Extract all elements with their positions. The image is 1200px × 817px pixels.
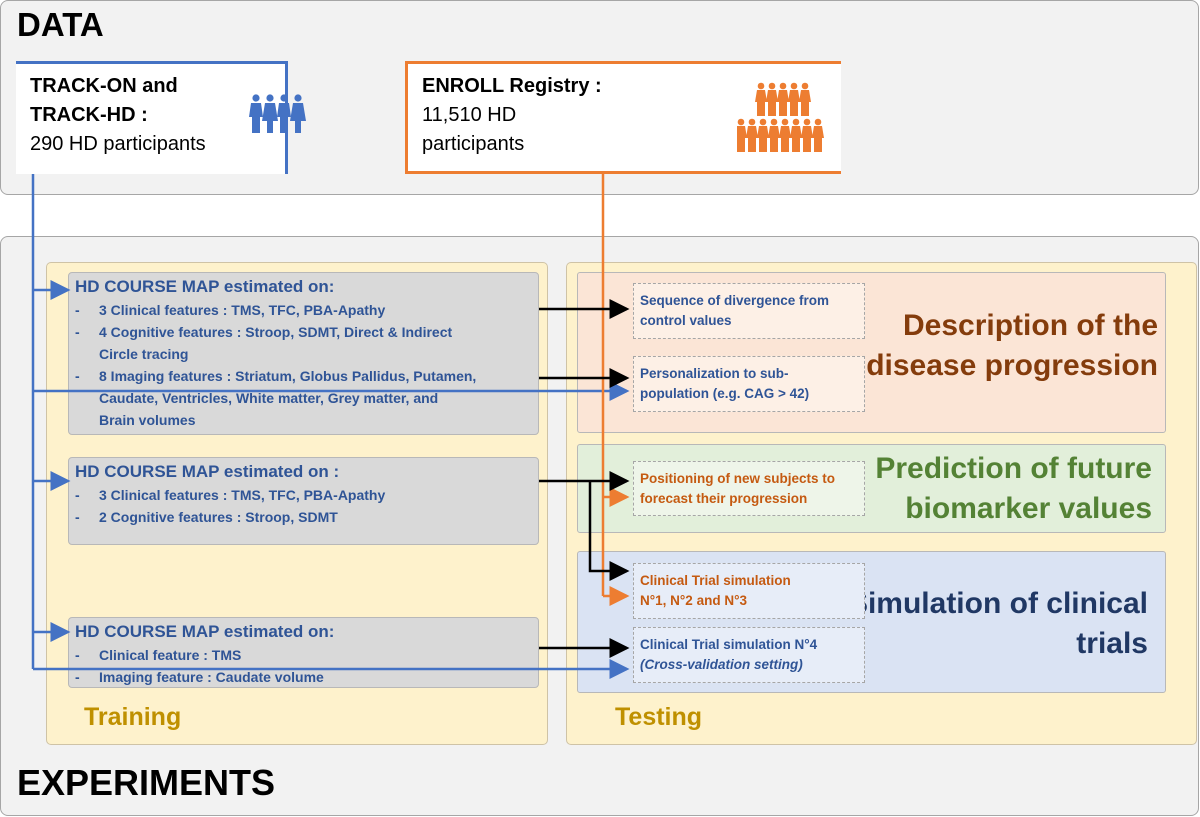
item-text: Clinical feature : TMS [99,647,242,663]
item-dash [75,409,99,431]
description-line1: Description of the [902,309,1158,342]
training-label: Training [84,703,182,731]
prediction-task-title: Prediction of future biomarker values [875,449,1152,529]
result-positioning: Positioning of new subjects to forecast … [633,461,865,516]
course-map-2-item: - 3 Clinical features : TMS, TFC, PBA-Apa… [75,484,532,506]
item-dash [75,343,99,365]
course-map-1-item: Caudate, Ventricles, White matter, Grey … [75,387,532,409]
testing-label: Testing [615,703,703,731]
simulation-line2: trials [1076,627,1148,660]
course-map-1-item: - 3 Clinical features : TMS, TFC, PBA-Apa… [75,299,532,321]
enroll-line3: participants [422,133,525,155]
item-dash [75,387,99,409]
result4-line1: Clinical Trial simulation [640,573,791,588]
track-line3: 290 HD participants [30,133,206,155]
result1-line2: control values [640,313,732,328]
item-dash: - [75,302,80,318]
course-map-1-item: - 8 Imaging features : Striatum, Globus P… [75,365,532,387]
result3-line1: Positioning of new subjects to [640,471,836,486]
result3-line2: forecast their progression [640,491,808,506]
data-title: DATA [17,6,104,43]
item-dash: - [75,487,80,503]
people-group-icon [249,94,306,133]
prediction-line1: Prediction of future [875,452,1152,485]
result-clinical-trial-1-3: Clinical Trial simulation N°1, N°2 and N… [633,563,865,619]
item-text: Imaging feature : Caudate volume [99,669,324,685]
item-text: 3 Clinical features : TMS, TFC, PBA-Apat… [99,302,386,318]
description-task-title: Description of the disease progression [866,306,1158,386]
course-map-box-3: HD COURSE MAP estimated on: - Clinical fe… [68,617,539,688]
simulation-line1: Simulation of clinical [847,587,1148,620]
result5-line2: (Cross-validation setting) [640,657,803,672]
enroll-line2: 11,510 HD [422,104,517,126]
result1-line1: Sequence of divergence from [640,293,830,308]
result-personalization: Personalization to sub- population (e.g.… [633,356,865,412]
course-map-2-header: HD COURSE MAP estimated on : [75,462,340,481]
result-clinical-trial-4: Clinical Trial simulation N°4 (Cross-val… [633,627,865,683]
course-map-1-item: Circle tracing [75,343,532,365]
result2-line1: Personalization to sub- [640,366,789,381]
track-data-box: TRACK-ON and TRACK-HD : 290 HD participa… [16,61,288,174]
prediction-line2: biomarker values [905,492,1152,525]
course-map-box-1: HD COURSE MAP estimated on: - 3 Clinical … [68,272,539,435]
track-line1: TRACK-ON and [30,75,178,97]
result2-line2: population (e.g. CAG > 42) [640,386,810,401]
crowd-icon [737,82,824,152]
result-sequence-of-divergence: Sequence of divergence from control valu… [633,283,865,339]
item-text: Circle tracing [99,346,189,362]
description-line2: disease progression [866,349,1158,382]
enroll-data-box: ENROLL Registry : 11,510 HD participants [405,61,841,174]
item-text: 4 Cognitive features : Stroop, SDMT, Dir… [99,324,453,340]
course-map-box-2: HD COURSE MAP estimated on : - 3 Clinical… [68,457,539,545]
course-map-3-item: - Clinical feature : TMS [75,644,532,666]
result4-line2: N°1, N°2 and N°3 [640,593,747,608]
track-line2: TRACK-HD : [30,104,148,126]
prediction-task-box [577,444,1166,533]
item-text: Brain volumes [99,412,196,428]
item-dash: - [75,669,80,685]
experiments-title: EXPERIMENTS [17,762,276,803]
item-dash: - [75,368,80,384]
course-map-1-item: Brain volumes [75,409,532,431]
course-map-1-header: HD COURSE MAP estimated on: [75,277,335,296]
item-text: Caudate, Ventricles, White matter, Grey … [99,390,439,406]
item-text: 3 Clinical features : TMS, TFC, PBA-Apat… [99,487,386,503]
course-map-3-item: - Imaging feature : Caudate volume [75,666,532,688]
course-map-1-item: - 4 Cognitive features : Stroop, SDMT, Di… [75,321,532,343]
enroll-line1: ENROLL Registry : [422,75,602,97]
course-map-2-item: - 2 Cognitive features : Stroop, SDMT [75,506,532,528]
result5-line1: Clinical Trial simulation N°4 [640,637,818,652]
course-map-3-header: HD COURSE MAP estimated on: [75,622,335,641]
item-text: 8 Imaging features : Striatum, Globus Pa… [99,368,477,384]
item-dash: - [75,509,80,525]
item-dash: - [75,647,80,663]
item-dash: - [75,324,80,340]
simulation-task-title: Simulation of clinical trials [848,584,1148,664]
item-text: 2 Cognitive features : Stroop, SDMT [99,509,338,525]
